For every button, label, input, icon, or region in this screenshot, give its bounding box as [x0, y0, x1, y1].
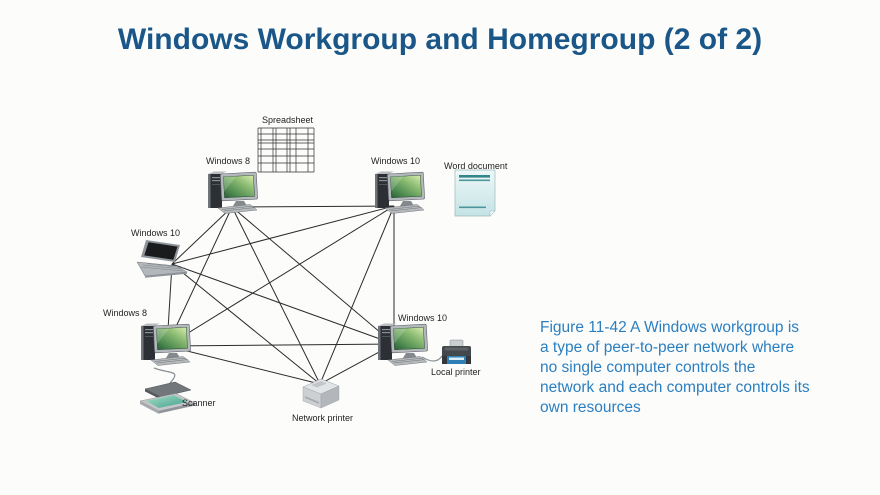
connection-line — [166, 345, 321, 385]
network-printer-icon — [302, 378, 340, 409]
pc-bottom-left-label: Windows 8 — [103, 308, 147, 318]
word-document-label: Word document — [444, 161, 508, 171]
slide-title: Windows Workgroup and Homegroup (2 of 2) — [117, 23, 763, 56]
node-laptop-left: Windows 10 — [131, 228, 188, 279]
scanner-label: Scanner — [182, 398, 216, 408]
desktop-computer-icon — [140, 323, 192, 366]
caption-line: network and each computer controls its — [540, 379, 810, 396]
caption-line: own resources — [540, 399, 641, 416]
caption-line: Figure 11-42 A Windows workgroup is — [540, 319, 800, 336]
connection-mesh — [166, 205, 395, 385]
pc-bottom-right-label: Windows 10 — [398, 313, 447, 323]
local-printer-icon — [441, 339, 472, 365]
connection-line — [231, 206, 321, 385]
spreadsheet-label: Spreadsheet — [262, 115, 314, 125]
laptop-left-label: Windows 10 — [131, 228, 180, 238]
node-network-printer: Network printer — [292, 378, 353, 423]
caption-line: a type of peer-to-peer network where — [540, 339, 795, 356]
network-printer-label: Network printer — [292, 413, 353, 423]
connection-line — [171, 205, 395, 265]
node-pc-bottom-left: Windows 8 — [103, 308, 192, 366]
spreadsheet-icon — [257, 127, 315, 173]
caption-line: no single computer controls the — [540, 359, 756, 376]
desktop-computer-icon — [374, 171, 426, 214]
network-diagram: Spreadsheet Word document Windows 8 Wind… — [103, 115, 508, 423]
desktop-computer-icon — [377, 323, 429, 366]
connection-line — [166, 206, 233, 347]
connection-line — [231, 206, 395, 345]
node-pc-top-left: Windows 8 — [206, 156, 259, 214]
connection-line — [171, 263, 321, 385]
scanner-cable — [153, 367, 176, 384]
local-printer-label: Local printer — [431, 367, 481, 377]
pc-top-right-label: Windows 10 — [371, 156, 420, 166]
connection-line — [166, 205, 395, 347]
connection-line — [166, 343, 395, 347]
desktop-computer-icon — [207, 171, 259, 214]
node-spreadsheet: Spreadsheet — [257, 115, 315, 173]
pc-top-left-label: Windows 8 — [206, 156, 250, 166]
node-local-printer: Local printer — [431, 339, 481, 377]
connection-line — [231, 205, 395, 208]
connection-line — [171, 206, 233, 265]
laptop-computer-icon — [136, 239, 188, 279]
node-scanner: Scanner — [139, 381, 216, 415]
word-document-icon — [454, 169, 496, 217]
connection-line — [319, 205, 395, 385]
node-word-document: Word document — [444, 161, 508, 217]
node-pc-top-right: Windows 10 — [371, 156, 426, 214]
figure-caption: Figure 11-42 A Windows workgroup is a ty… — [540, 318, 810, 418]
node-pc-bottom-right: Windows 10 — [377, 313, 447, 366]
local-printer-cable — [421, 355, 443, 362]
connection-line — [171, 263, 395, 345]
